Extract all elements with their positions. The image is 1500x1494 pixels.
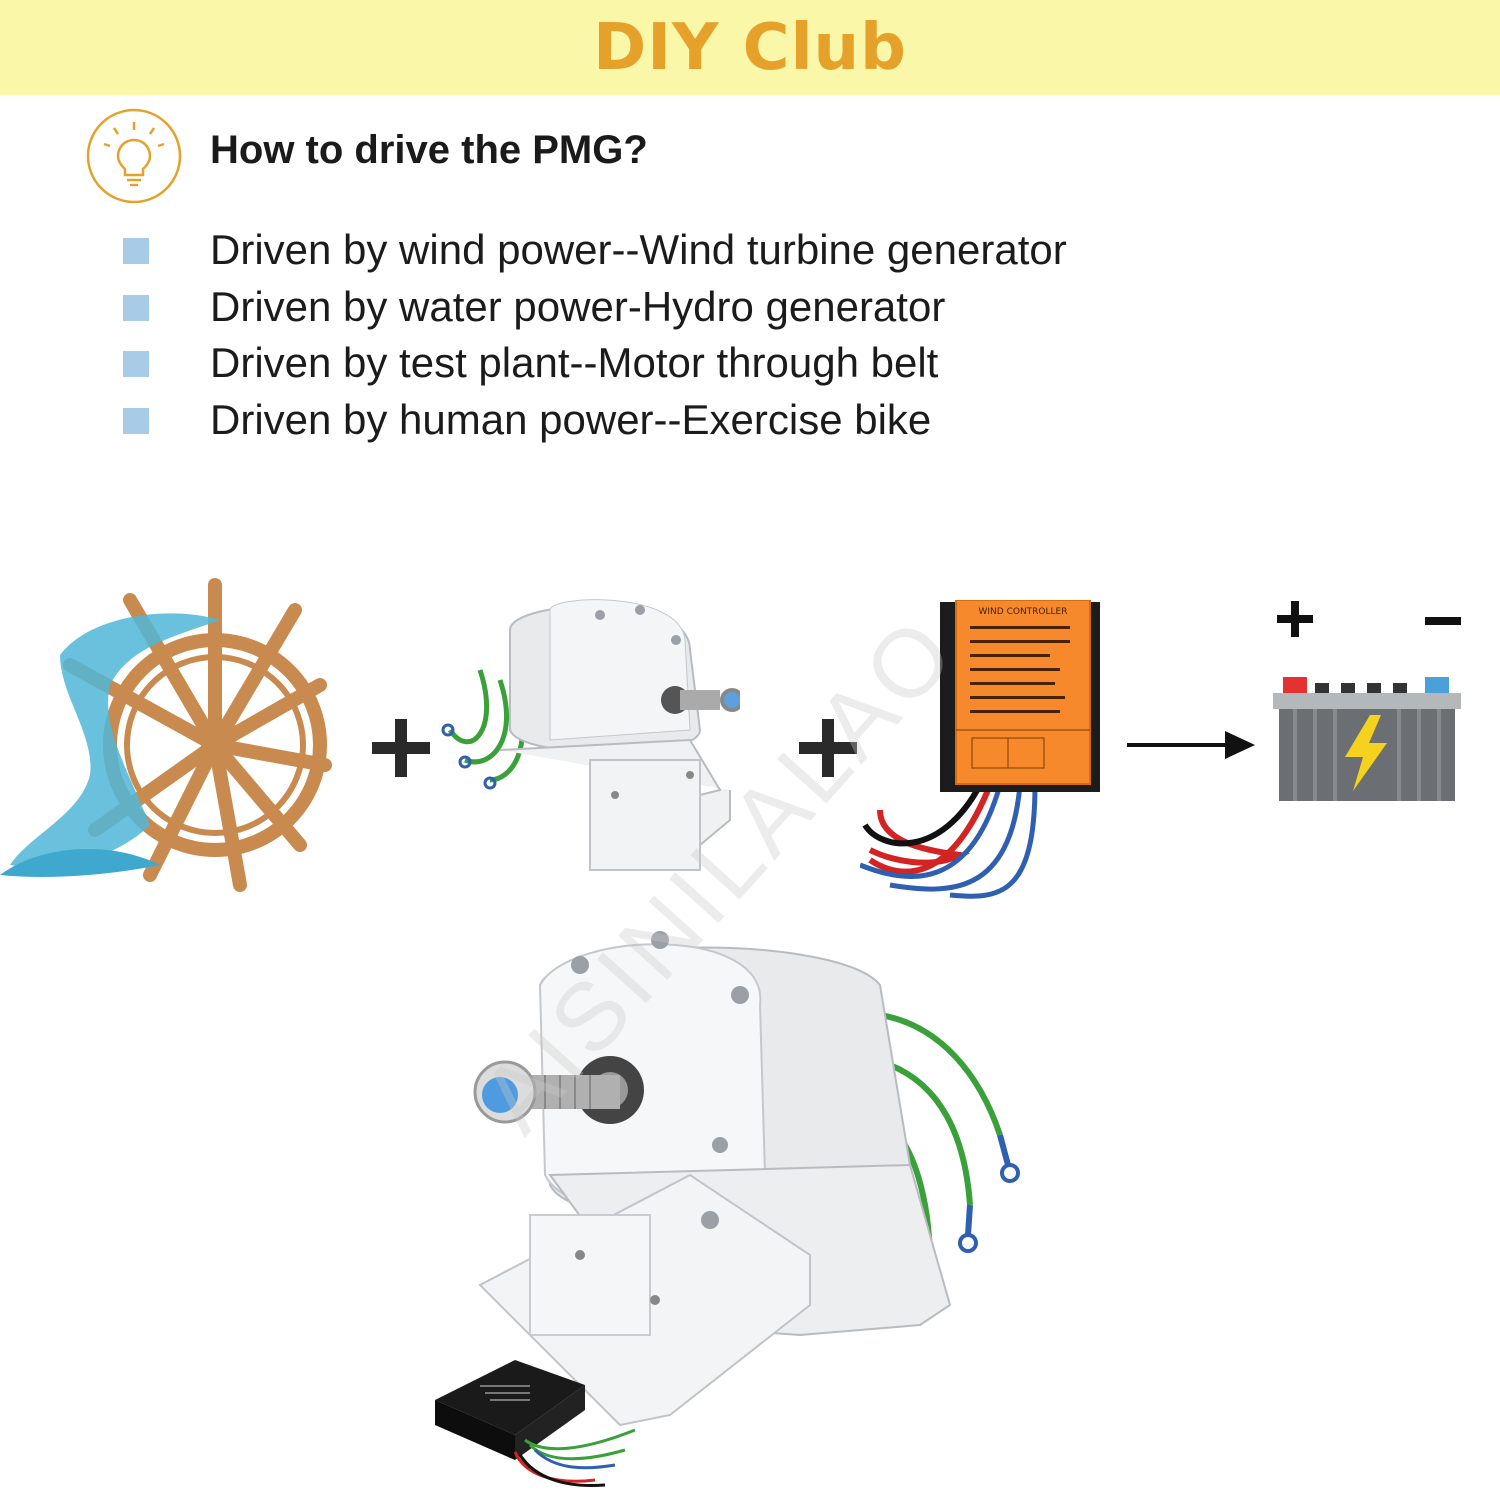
list-item-text: Driven by water power-Hydro generator (210, 283, 946, 330)
list-item: Driven by test plant--Motor through belt (0, 335, 1500, 391)
list-item: Driven by wind power--Wind turbine gener… (0, 222, 1500, 278)
list-item-text: Driven by test plant--Motor through belt (210, 339, 939, 386)
list-item-text: Driven by wind power--Wind turbine gener… (210, 226, 1067, 273)
generator-large-image (420, 925, 1040, 1449)
list-item: Driven by human power--Exercise bike (0, 392, 1500, 448)
generator-icon (440, 590, 744, 894)
bullet-square-icon (123, 238, 149, 264)
arrow-right-icon (1125, 725, 1260, 769)
title-banner: DIY Club (0, 0, 1500, 95)
list-item-text: Driven by human power--Exercise bike (210, 396, 932, 443)
battery-minus-label: − (1423, 588, 1424, 589)
battery-plus-label: + (1273, 588, 1274, 589)
plus-icon (368, 715, 434, 785)
bullet-square-icon (123, 408, 149, 434)
waterwheel-icon (0, 575, 340, 899)
small-controller-image (425, 1340, 645, 1494)
lightbulb-icon (84, 108, 184, 208)
bullet-square-icon (123, 351, 149, 377)
bullet-square-icon (123, 295, 149, 321)
list-item: Driven by water power-Hydro generator (0, 279, 1500, 335)
section-heading: How to drive the PMG? (210, 128, 648, 172)
banner-title: DIY Club (593, 10, 907, 85)
plus-icon (795, 715, 861, 785)
battery-icon (1265, 595, 1470, 814)
controller-label: WIND CONTROLLER (979, 607, 1068, 617)
controller-icon: WIND CONTROLLER (859, 599, 1110, 904)
